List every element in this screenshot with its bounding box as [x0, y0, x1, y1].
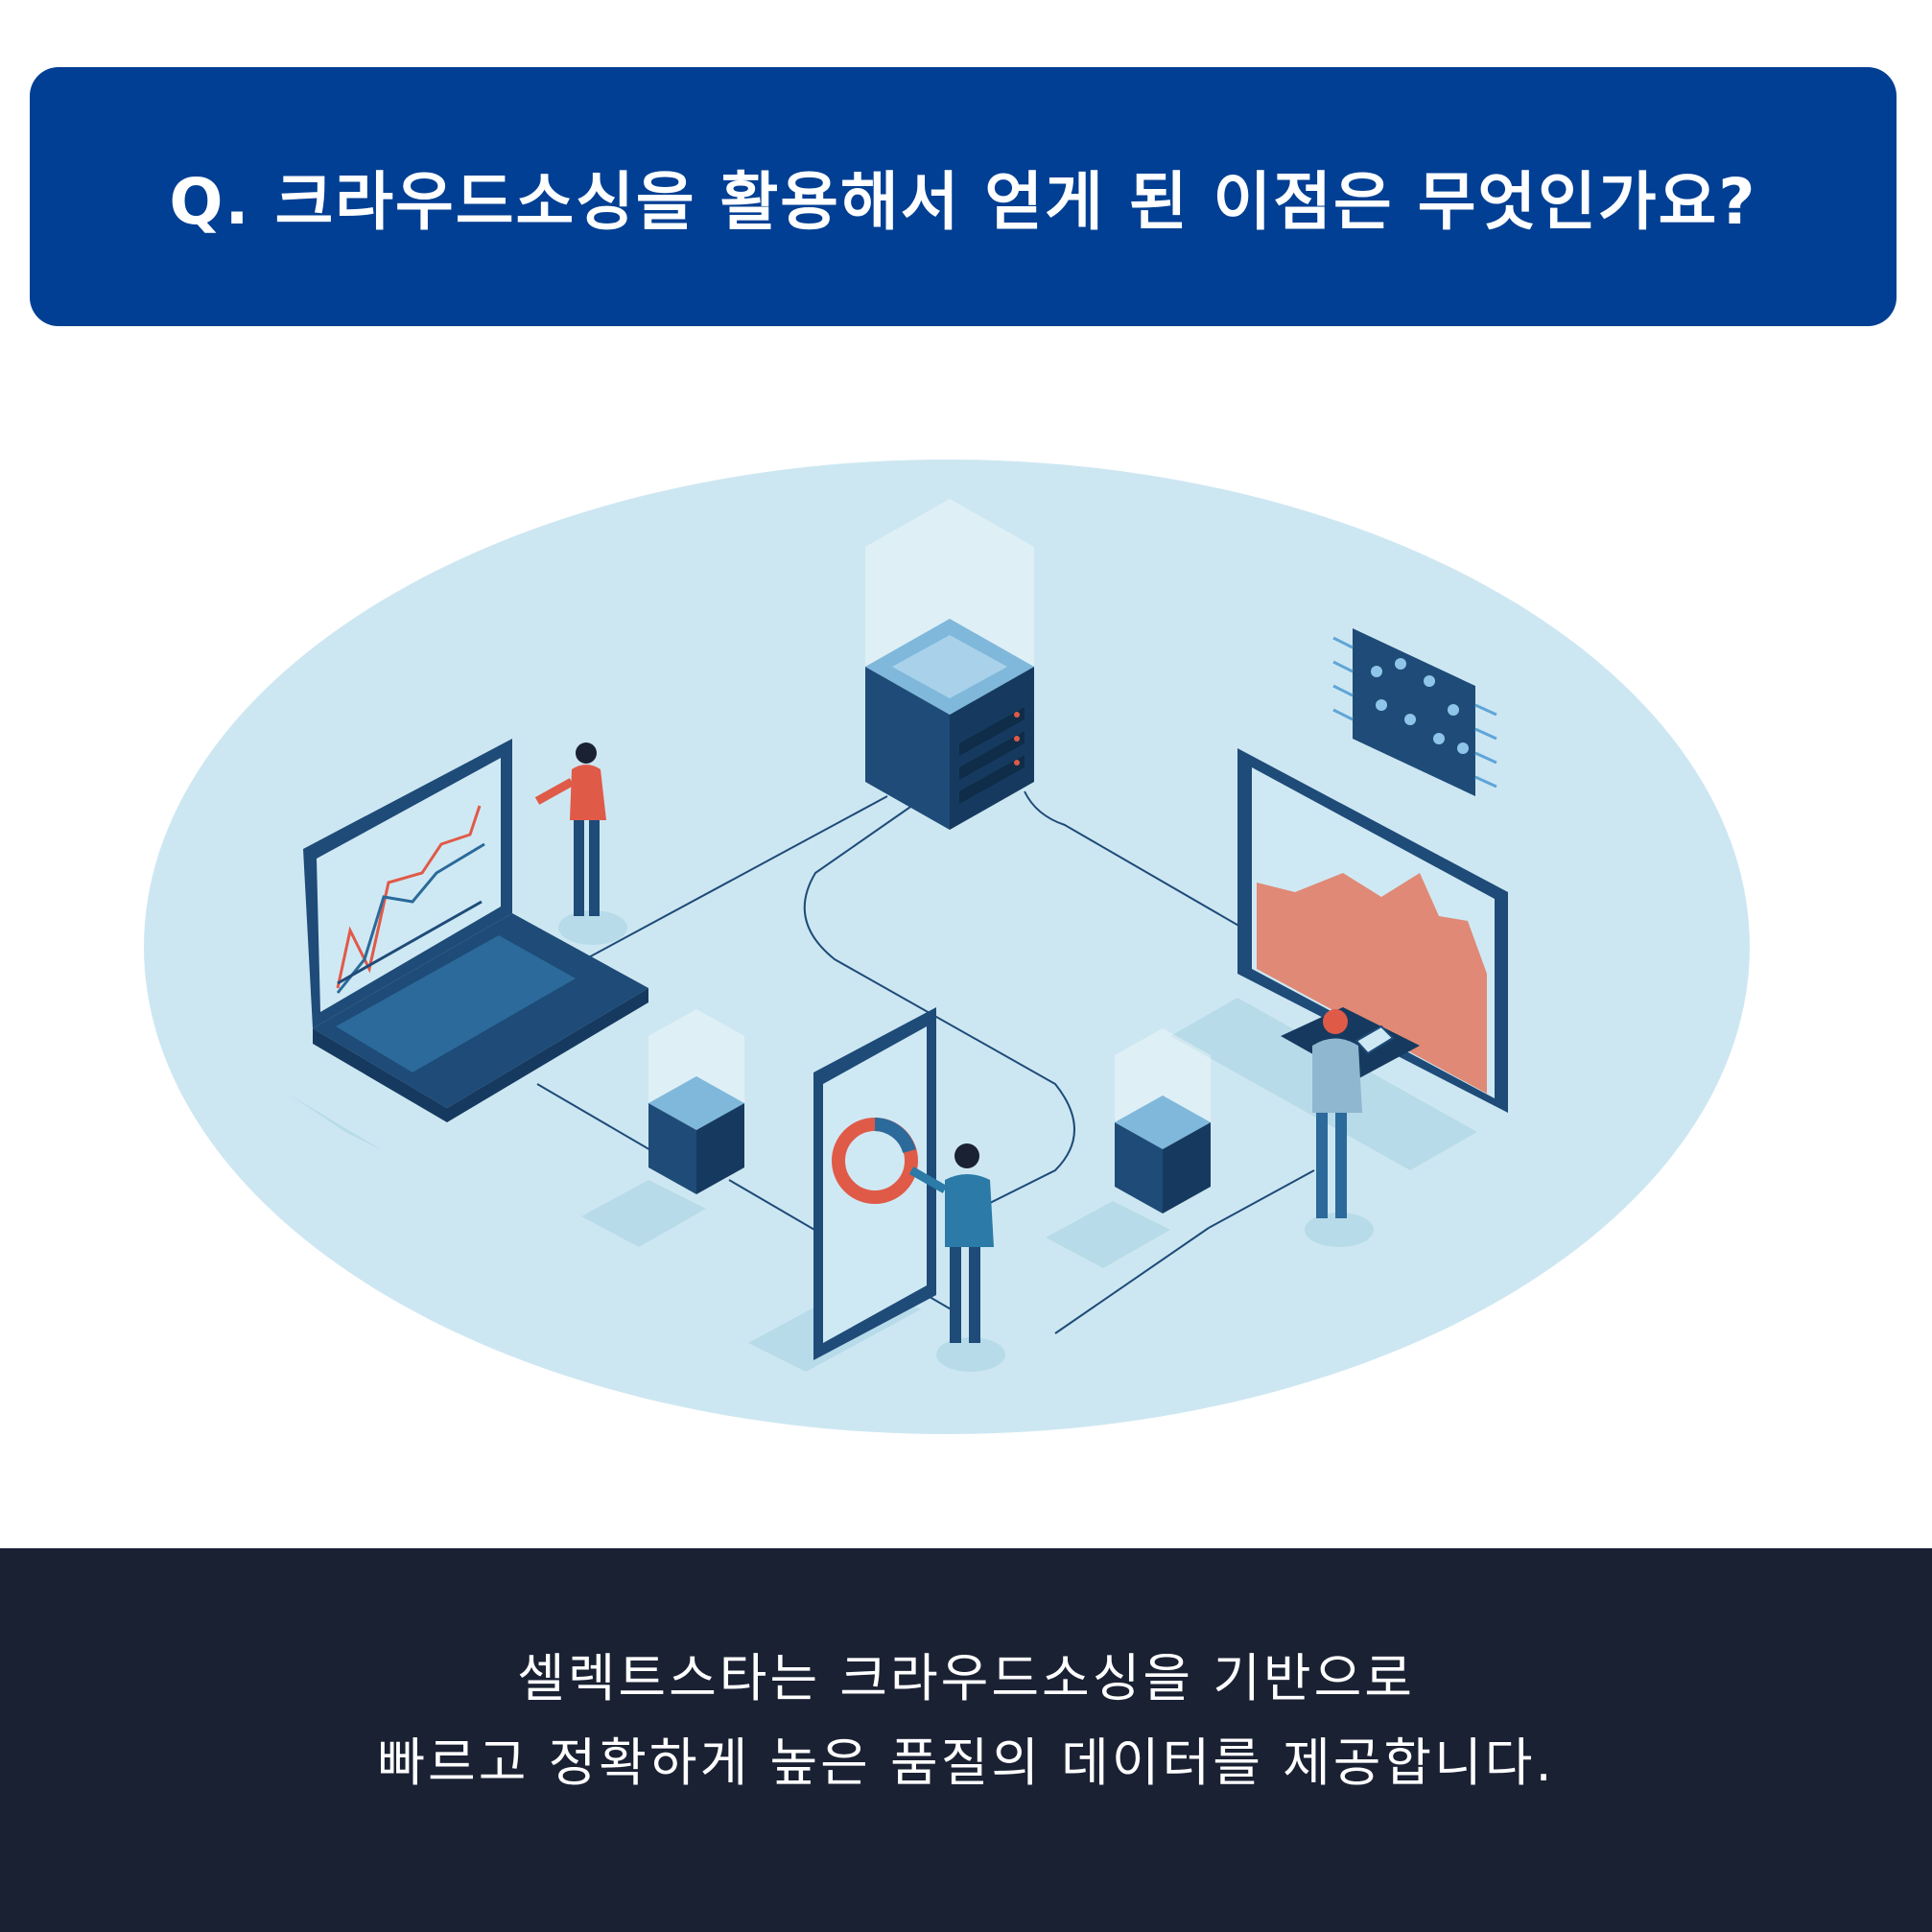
- cpu-chip: [1332, 628, 1497, 796]
- server-left: [581, 1009, 744, 1247]
- footer-text: 셀렉트스타는 크라우드소싱을 기반으로 빠르고 정확하게 높은 품질의 데이터를…: [377, 1637, 1554, 1805]
- person-woman: [534, 742, 627, 945]
- standing-tablet: [748, 1007, 936, 1372]
- background-ellipse: [144, 459, 1750, 1434]
- footer-panel: 셀렉트스타는 크라우드소싱을 기반으로 빠르고 정확하게 높은 품질의 데이터를…: [0, 1548, 1932, 1932]
- footer-line-1: 셀렉트스타는 크라우드소싱을 기반으로: [517, 1648, 1415, 1708]
- page-title: Q. 크라우드소싱을 활용해서 얻게 된 이점은 무엇인가요?: [169, 165, 1757, 239]
- title-banner: Q. 크라우드소싱을 활용해서 얻게 된 이점은 무엇인가요?: [30, 67, 1897, 326]
- laptop: [288, 739, 648, 1180]
- server-right: [1046, 1028, 1211, 1268]
- person-man-tablet: [1305, 1009, 1395, 1247]
- central-server: [865, 499, 1034, 830]
- footer-line-2: 빠르고 정확하게 높은 품질의 데이터를 제공합니다.: [377, 1732, 1555, 1793]
- person-man-pointing: [908, 1143, 1005, 1372]
- cloud-network-illustration: [144, 459, 1750, 1434]
